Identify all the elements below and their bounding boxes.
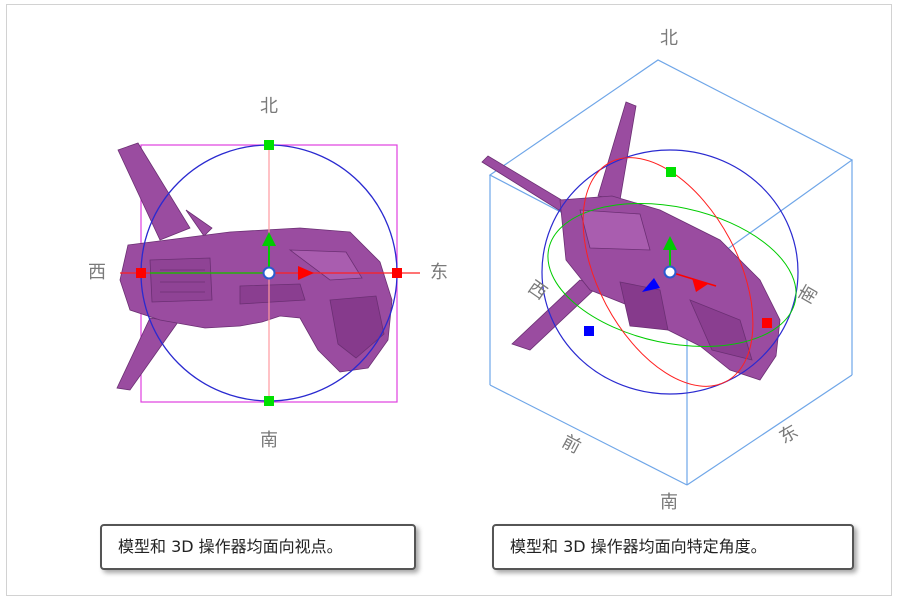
y-arrow-icon[interactable] bbox=[262, 232, 276, 246]
rotation-sphere[interactable] bbox=[541, 149, 799, 395]
handle-east[interactable] bbox=[392, 268, 402, 278]
handle-east[interactable] bbox=[762, 318, 772, 328]
east-label: 东 bbox=[430, 262, 448, 283]
handle-north[interactable] bbox=[264, 140, 274, 150]
x-arrow-icon[interactable] bbox=[692, 278, 708, 292]
north-label: 北 bbox=[260, 96, 278, 117]
south-label: 南 bbox=[260, 430, 278, 451]
handle-west[interactable] bbox=[136, 268, 146, 278]
x-arrow-icon[interactable] bbox=[298, 266, 314, 280]
handle-south[interactable] bbox=[264, 396, 274, 406]
manipulator-center-icon[interactable] bbox=[262, 266, 276, 280]
north-label-3d: 北 bbox=[660, 28, 678, 49]
y-arrow-icon[interactable] bbox=[663, 236, 677, 250]
red-ring[interactable] bbox=[548, 130, 788, 415]
handle-front[interactable] bbox=[584, 326, 594, 336]
caption-left: 模型和 3D 操作器均面向视点。 bbox=[100, 524, 416, 570]
spaceship-model-rotated[interactable] bbox=[481, 101, 781, 381]
south-label-3d: 南 bbox=[660, 492, 678, 513]
z-arrow-icon[interactable] bbox=[642, 278, 660, 292]
caption-right: 模型和 3D 操作器均面向特定角度。 bbox=[492, 524, 854, 570]
west-label: 西 bbox=[88, 262, 106, 283]
handle-north[interactable] bbox=[666, 167, 676, 177]
manipulator-center-icon[interactable] bbox=[663, 265, 677, 279]
green-ring[interactable] bbox=[535, 182, 810, 367]
spaceship-model[interactable] bbox=[116, 142, 393, 391]
